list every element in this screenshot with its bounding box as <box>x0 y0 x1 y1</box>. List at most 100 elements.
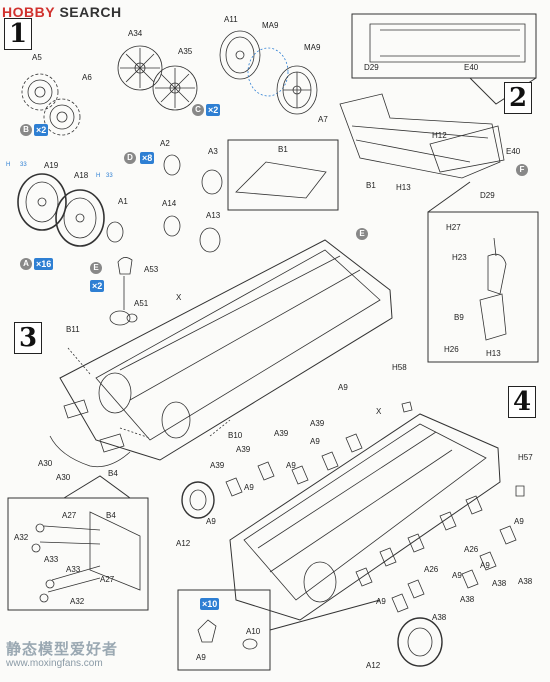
label-a32-1: A32 <box>14 533 29 542</box>
label-h13-1: H13 <box>396 183 411 192</box>
label-a27-2: A27 <box>100 575 115 584</box>
label-a26-2: A26 <box>424 565 439 574</box>
label-a51: A51 <box>134 299 149 308</box>
wheel-a35 <box>152 65 198 111</box>
wheel-a34 <box>117 45 163 91</box>
label-b11: B11 <box>66 325 80 334</box>
label-a30-2: A30 <box>56 473 71 482</box>
label-d29-2: D29 <box>480 191 495 200</box>
marker-f: F <box>516 164 528 176</box>
qty-badge-a: ×16 <box>34 258 54 270</box>
label-a39-1: A39 <box>310 419 325 428</box>
sprocket-a6 <box>43 98 81 136</box>
roadwheel-a18 <box>55 189 105 247</box>
h33-left-num: 33 <box>20 162 27 168</box>
label-a9-7: A9 <box>480 561 490 570</box>
label-a9-5: A9 <box>206 517 216 526</box>
label-b1: B1 <box>278 145 288 154</box>
label-b9: B9 <box>454 313 464 322</box>
label-a39-3: A39 <box>236 445 251 454</box>
label-a38-2: A38 <box>492 579 507 588</box>
label-b1-2: B1 <box>366 181 376 190</box>
label-a18: A18 <box>74 171 89 180</box>
marker-d: D <box>124 152 136 164</box>
label-a32-2: A32 <box>70 597 85 606</box>
label-h26: H26 <box>444 345 459 354</box>
marker-b: B <box>20 124 32 136</box>
roadwheel-a19 <box>17 173 67 231</box>
label-a10: A10 <box>246 627 261 636</box>
label-e40-1: E40 <box>464 63 479 72</box>
label-a9-3: A9 <box>286 461 296 470</box>
label-h58: H58 <box>392 363 407 372</box>
label-b4-1: B4 <box>108 469 118 478</box>
label-ma9-2: MA9 <box>304 43 321 52</box>
h33-right-h: H <box>96 173 101 179</box>
label-a33-1: A33 <box>44 555 59 564</box>
label-a9-9: A9 <box>376 597 386 606</box>
label-a1: A1 <box>118 197 128 206</box>
label-a9-2: A9 <box>310 437 320 446</box>
qty-badge-a10: ×10 <box>200 598 220 610</box>
step-number-1: 1 <box>4 18 32 50</box>
label-a33-2: A33 <box>66 565 81 574</box>
label-a9-1: A9 <box>338 383 348 392</box>
label-a5: A5 <box>32 53 42 62</box>
label-a19: A19 <box>44 161 59 170</box>
label-a38-3: A38 <box>460 595 475 604</box>
label-b10: B10 <box>228 431 243 440</box>
label-d29-1: D29 <box>364 63 379 72</box>
label-a39-4: A39 <box>210 461 225 470</box>
label-x-2: X <box>376 407 382 416</box>
label-a7: A7 <box>318 115 328 124</box>
qty-badge-d: ×8 <box>140 152 155 164</box>
label-a2: A2 <box>160 139 170 148</box>
label-ma9-1: MA9 <box>262 21 279 30</box>
label-a12-2: A12 <box>366 661 381 670</box>
qty-badge-c: ×2 <box>206 104 221 116</box>
label-a12-1: A12 <box>176 539 191 548</box>
label-x-1: X <box>176 293 182 302</box>
label-a38-4: A38 <box>432 613 447 622</box>
label-h13-2: H13 <box>486 349 501 358</box>
h33-right-num: 33 <box>106 173 113 179</box>
label-a34: A34 <box>128 29 143 38</box>
step-number-3: 3 <box>14 322 42 354</box>
label-a9-6: A9 <box>514 517 524 526</box>
label-a27-1: A27 <box>62 511 77 520</box>
watermark-text: 静态模型爱好者 <box>6 640 119 658</box>
label-h57: H57 <box>518 453 533 462</box>
label-a39-2: A39 <box>274 429 289 438</box>
watermark-url: www.moxingfans.com <box>6 658 103 669</box>
label-h27: H27 <box>446 223 461 232</box>
hobbysearch-logo: HOBBY SEARCH <box>2 4 122 20</box>
marker-a: A <box>20 258 32 270</box>
label-a6: A6 <box>82 73 92 82</box>
label-a53: A53 <box>144 265 159 274</box>
qty-badge-e: ×2 <box>90 280 105 292</box>
label-a14: A14 <box>162 199 177 208</box>
label-a3: A3 <box>208 147 218 156</box>
label-h12: H12 <box>432 131 447 140</box>
idler-a11 <box>219 30 261 80</box>
label-a9-4: A9 <box>244 483 254 492</box>
label-a13: A13 <box>206 211 221 220</box>
step-number-2: 2 <box>504 82 532 114</box>
label-e40-2: E40 <box>506 147 521 156</box>
label-a35: A35 <box>178 47 193 56</box>
label-a11: A11 <box>224 15 238 24</box>
marker-e: E <box>90 262 102 274</box>
marker-e-step1: E <box>356 228 368 240</box>
label-a30-1: A30 <box>38 459 53 468</box>
label-b4-2: B4 <box>106 511 116 520</box>
label-h23: H23 <box>452 253 467 262</box>
marker-c: C <box>192 104 204 116</box>
idler-a7 <box>276 65 318 115</box>
step-number-4: 4 <box>508 386 536 418</box>
label-a26-1: A26 <box>464 545 479 554</box>
h33-left-h: H <box>6 162 11 168</box>
qty-badge-b: ×2 <box>34 124 49 136</box>
label-a9-8: A9 <box>452 571 462 580</box>
